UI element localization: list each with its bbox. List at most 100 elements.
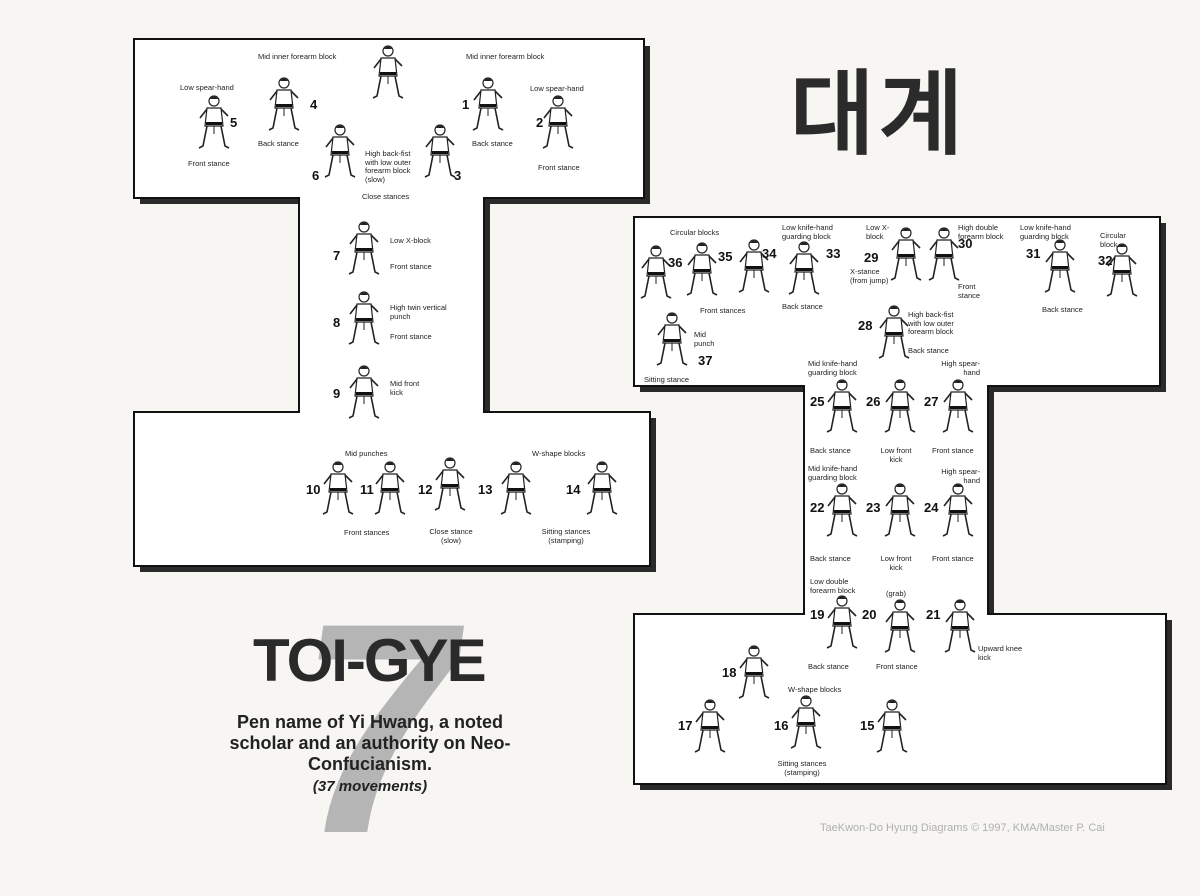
movement-number-4: 4	[310, 97, 318, 112]
movement-number-6: 6	[312, 168, 320, 183]
martial-artist-figure-19	[826, 595, 858, 649]
copyright-footer: TaeKwon-Do Hyung Diagrams © 1997, KMA/Ma…	[820, 822, 1105, 834]
movement-number-35: 35	[718, 249, 733, 264]
martial-artist-figure-9	[348, 365, 380, 419]
martial-artist-figure-4	[268, 77, 300, 131]
movement-number-20: 20	[862, 607, 877, 622]
movement-number-17: 17	[678, 718, 693, 733]
martial-artist-figure-13	[500, 461, 532, 515]
movement-number-13: 13	[478, 482, 493, 497]
martial-artist-figure-14	[586, 461, 618, 515]
martial-artist-figure-21	[944, 599, 976, 653]
martial-artist-figure-7	[348, 221, 380, 275]
movement-number-18: 18	[722, 665, 737, 680]
martial-artist-figure-c	[372, 45, 404, 99]
movement-number-11: 11	[360, 482, 374, 497]
left-frame	[133, 38, 651, 567]
label: Sitting stances (stamping)	[541, 527, 591, 545]
movement-number-1: 1	[462, 97, 470, 112]
martial-artist-figure-8	[348, 291, 380, 345]
movement-number-27: 27	[924, 394, 939, 409]
movement-number-8: 8	[333, 315, 341, 330]
label: Front stances	[344, 528, 390, 537]
label: High back-fist with low outer forearm bl…	[365, 149, 411, 184]
martial-artist-figure-37	[656, 312, 688, 366]
label: Low knife-hand guarding block	[782, 223, 833, 241]
figure-layer	[198, 45, 1138, 753]
label: Front stance	[932, 554, 974, 563]
martial-artist-figure-5	[198, 95, 230, 149]
martial-artist-figure-2	[542, 95, 574, 149]
label: Upward knee kick	[978, 644, 1023, 662]
martial-artist-figure-23	[884, 483, 916, 537]
movement-number-19: 19	[810, 607, 825, 622]
label: Circular blocks	[670, 228, 720, 237]
label: Back stance	[908, 346, 949, 355]
movement-number-16: 16	[774, 718, 789, 733]
label: X-stance (from jump)	[850, 267, 889, 285]
label: High back-fist with low outer forearm bl…	[908, 310, 954, 336]
martial-artist-figure-27	[942, 379, 974, 433]
label: Front stances	[700, 306, 746, 315]
label: Back stance	[472, 139, 513, 148]
label: Sitting stances (stamping)	[777, 759, 827, 777]
martial-artist-figure-6	[324, 124, 356, 178]
martial-artist-figure-33	[788, 241, 820, 295]
martial-artist-figure-11	[374, 461, 406, 515]
label: Low spear-hand	[180, 83, 234, 92]
martial-artist-figure-15	[876, 699, 908, 753]
label: Front stance	[958, 282, 981, 300]
label: Low spear-hand	[530, 84, 584, 93]
martial-artist-figure-1	[472, 77, 504, 131]
movement-number-30: 30	[958, 236, 973, 251]
label: Back stance	[258, 139, 299, 148]
label: High spear-hand	[941, 359, 980, 377]
label: Front stance	[932, 446, 974, 455]
martial-artist-figure-32	[1106, 243, 1138, 297]
movement-number-33: 33	[826, 246, 841, 261]
label: High twin vertical punch	[390, 303, 447, 321]
martial-artist-figure-20	[884, 599, 916, 653]
movement-number-26: 26	[866, 394, 881, 409]
label: Mid front kick	[390, 379, 420, 397]
label: W-shape blocks	[532, 449, 586, 458]
movement-number-36: 36	[668, 255, 683, 270]
movement-number-34: 34	[762, 246, 777, 261]
movement-number-22: 22	[810, 500, 825, 515]
martial-artist-figure-18	[738, 645, 770, 699]
movement-number-24: 24	[924, 500, 939, 515]
martial-artist-figure-26	[884, 379, 916, 433]
movement-number-10: 10	[306, 482, 321, 497]
diagram-stage: 대계 7 TOI-GYE Pen name of Yi Hwang, a not…	[133, 38, 1172, 896]
label: Back stance	[810, 554, 851, 563]
label: Sitting stance	[644, 375, 690, 384]
label: Mid punch	[694, 330, 715, 348]
label: Mid knife-hand guarding block	[808, 359, 858, 377]
form-description: Pen name of Yi Hwang, a noted scholar an…	[229, 712, 511, 774]
movement-number-12: 12	[418, 482, 433, 497]
label: Mid knife-hand guarding block	[808, 464, 858, 482]
label: Close stances	[362, 192, 410, 201]
martial-artist-figure-35	[686, 242, 718, 296]
martial-artist-figure-36	[640, 245, 672, 299]
label: Mid inner forearm block	[466, 52, 545, 61]
movement-number-25: 25	[810, 394, 825, 409]
label: Low knife-hand guarding block	[1020, 223, 1071, 241]
label: Back stance	[1042, 305, 1083, 314]
movement-number-29: 29	[864, 250, 879, 265]
label: Back stance	[782, 302, 823, 311]
movement-number-5: 5	[230, 115, 238, 130]
movement-count: (37 movements)	[312, 778, 428, 795]
label: Low front kick	[880, 554, 912, 572]
martial-artist-figure-25	[826, 379, 858, 433]
movement-number-28: 28	[858, 318, 873, 333]
label: Back stance	[810, 446, 851, 455]
movement-number-15: 15	[860, 718, 875, 733]
label: Front stance	[538, 163, 580, 172]
label: Front stance	[188, 159, 230, 168]
movement-number-9: 9	[333, 386, 341, 401]
martial-artist-figure-17	[694, 699, 726, 753]
label: Mid punches	[345, 449, 388, 458]
label: Front stance	[390, 332, 432, 341]
movement-number-7: 7	[333, 248, 341, 263]
